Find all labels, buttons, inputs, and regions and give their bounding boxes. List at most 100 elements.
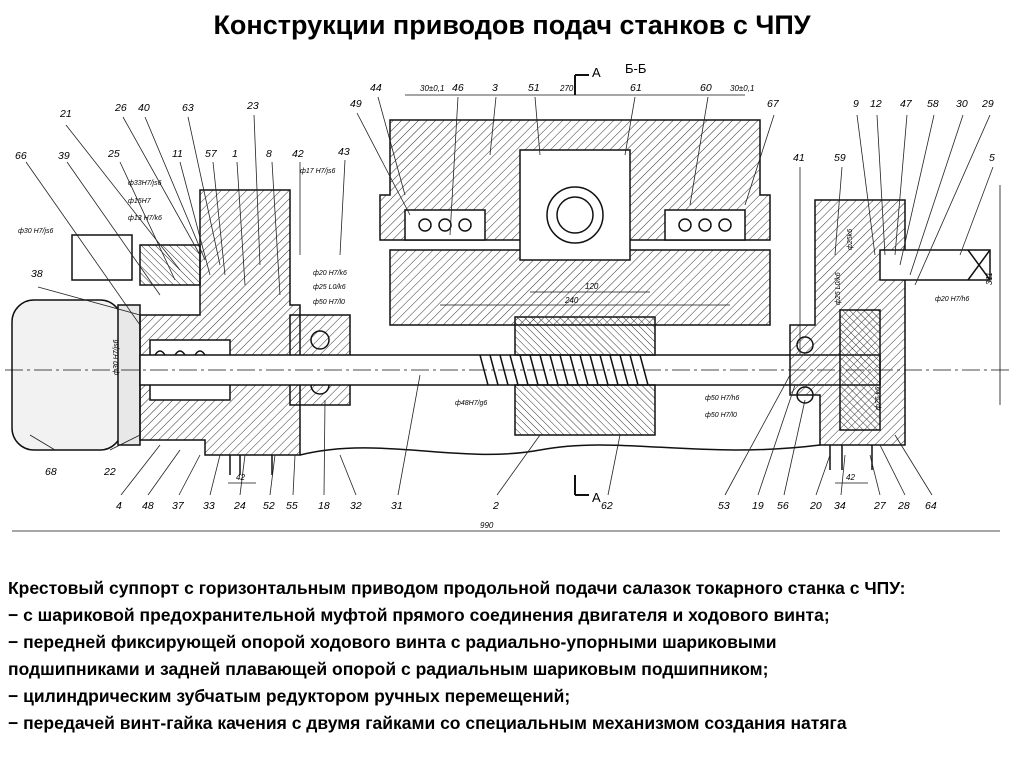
leader-lines (25, 96, 994, 496)
caption: Крестовый суппорт с горизонтальным приво… (8, 575, 1018, 737)
part-number: 68 (45, 466, 57, 478)
slide-lower (389, 249, 771, 326)
ball-nut-bottom (514, 384, 656, 436)
part-number: 18 (318, 500, 330, 512)
part-number: 56 (777, 500, 789, 512)
part-number: 53 (718, 500, 730, 512)
part-number: 62 (601, 500, 613, 512)
guide-circle (546, 186, 604, 244)
dimension-value: 990 (480, 521, 494, 530)
part-number: 23 (246, 100, 259, 112)
fit-callouts: ф33Н7/js6 ф15Н7 ф13 Н7/k6 ф30 Н7/js6 ф17… (18, 168, 969, 419)
part-number: 58 (927, 98, 939, 110)
part-number: 61 (630, 82, 642, 94)
machine-drawing: А Б-Б А 21 26 40 63 66 39 25 11 57 1 23 … (5, 61, 1010, 532)
fit-label: ф17 Н7/js6 (300, 168, 336, 175)
section-mark-bottom (574, 475, 589, 496)
part-number: 59 (834, 152, 846, 164)
cut-label-top: А (592, 65, 601, 80)
part-number: 28 (897, 500, 910, 512)
dimension-value: 30±0,1 (420, 84, 444, 93)
dimension-value: 311 (985, 272, 994, 285)
part-number: 44 (370, 82, 382, 94)
part-number: 31 (391, 500, 403, 512)
view-label: Б-Б (625, 61, 646, 76)
part-numbers: 21 26 40 63 66 39 25 11 57 1 23 8 42 43 … (15, 82, 995, 512)
guide-right (664, 209, 746, 241)
part-number: 4 (116, 500, 122, 512)
dimensions: 30±0,1 270 30±0,1 240 120 311 990 42 42 (236, 84, 994, 530)
part-number: 42 (292, 148, 304, 160)
part-number: 19 (752, 500, 764, 512)
part-number: 60 (700, 82, 712, 94)
part-number: 49 (350, 98, 362, 110)
fit-label: ф30 Н7/js6 (113, 339, 120, 375)
part-number: 37 (172, 500, 185, 512)
part-number: 8 (266, 148, 272, 160)
part-number: 47 (900, 98, 913, 110)
left-gear (139, 244, 201, 286)
part-number: 41 (793, 152, 805, 164)
part-number: 55 (286, 500, 298, 512)
fit-label: ф20 Н7/h6 (935, 296, 969, 303)
base-break-line (299, 444, 821, 456)
fit-label: ф25k6 (847, 229, 854, 250)
fit-label: ф30 Н7/js6 (18, 228, 54, 235)
bearing-1 (310, 330, 330, 350)
dimension-value: 240 (564, 296, 579, 305)
part-number: 67 (767, 98, 780, 110)
motor-flange (117, 304, 141, 446)
part-number: 63 (182, 102, 194, 114)
fit-label: ф50 Н7/l0 (705, 412, 737, 419)
part-number: 43 (338, 146, 350, 158)
part-number: 12 (870, 98, 882, 110)
part-number: 26 (114, 102, 127, 114)
dimension-value: 42 (236, 473, 245, 482)
part-number: 32 (350, 500, 362, 512)
bearing-4 (796, 386, 814, 404)
fit-label: ф25 k6 (875, 387, 882, 410)
part-number: 48 (142, 500, 154, 512)
bearing-3 (796, 336, 814, 354)
guide-cavity (519, 149, 631, 261)
part-number: 11 (172, 148, 183, 160)
section-labels: А Б-Б А (592, 61, 646, 505)
fit-label: ф25 L0/k6 (313, 284, 346, 291)
part-number: 39 (58, 150, 70, 162)
part-number: 20 (809, 500, 822, 512)
drawing-body (5, 74, 1010, 532)
caption-line: подшипниками и задней плавающей опорой с… (8, 659, 769, 679)
part-number: 40 (138, 102, 150, 114)
dimension-value: 270 (559, 84, 574, 93)
fit-label: ф13 Н7/k6 (128, 215, 162, 222)
part-number: 30 (956, 98, 968, 110)
right-gear (839, 309, 881, 431)
part-number: 38 (31, 268, 43, 280)
part-number: 46 (452, 82, 464, 94)
part-number: 9 (853, 98, 859, 110)
dimension-value: 30±0,1 (730, 84, 754, 93)
fit-label: ф15Н7 (128, 198, 152, 205)
page-title: Конструкции приводов подач станков с ЧПУ (213, 10, 811, 40)
part-number: 2 (492, 500, 499, 512)
part-number: 5 (989, 152, 995, 164)
dimension-value: 42 (846, 473, 855, 482)
part-number: 34 (834, 500, 846, 512)
part-number: 33 (203, 500, 215, 512)
part-number: 66 (15, 150, 27, 162)
right-shaft (879, 249, 991, 281)
fit-label: ф20 Н7/k6 (313, 270, 347, 277)
cut-label-bottom: А (592, 490, 601, 505)
section-mark-top (574, 74, 589, 95)
fit-label: ф50 Н7/l0 (313, 299, 345, 306)
part-number: 1 (232, 148, 238, 160)
caption-line: − с шариковой предохранительной муфтой п… (8, 605, 830, 625)
dimension-value: 120 (585, 282, 599, 291)
caption-line: − передней фиксирующей опорой ходового в… (8, 632, 777, 652)
part-number: 3 (492, 82, 498, 94)
part-number: 22 (103, 466, 116, 478)
part-number: 57 (205, 148, 218, 160)
fit-label: ф33Н7/js6 (128, 180, 162, 187)
bottom-bolts (229, 445, 873, 475)
part-number: 21 (59, 108, 72, 120)
